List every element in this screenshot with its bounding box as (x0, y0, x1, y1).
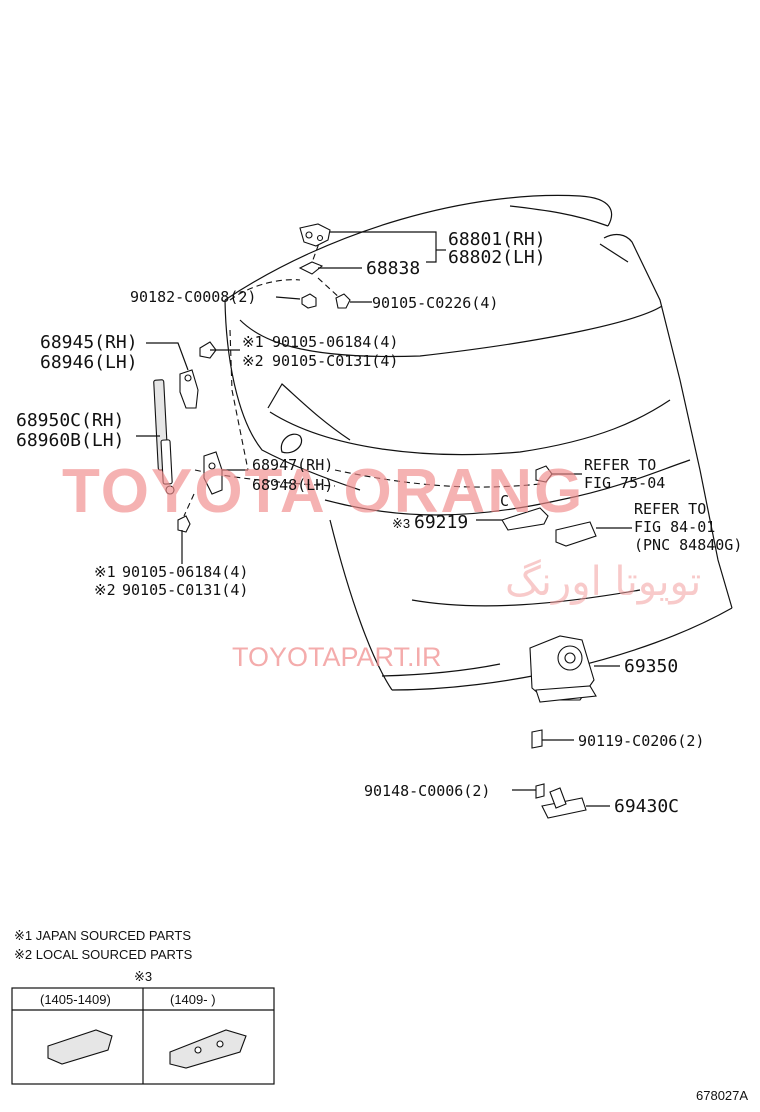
legend-note-japan: ※1 JAPAN SOURCED PARTS (14, 928, 191, 943)
label-hinge-plate: 68838 (366, 258, 420, 279)
label-refer2-line3: (PNC 84840G) (634, 536, 742, 554)
legend-table-mark: ※3 (134, 969, 152, 984)
label-lower-bolt-japan: 90105-06184(4) (122, 563, 248, 581)
watermark-persian: تویوتا اورنگ (505, 559, 701, 605)
label-stay-bracket-rh: 68945(RH) (40, 332, 138, 353)
mark-1-upper: ※1 (242, 333, 264, 351)
leader-lines (136, 231, 632, 807)
label-upper-bolt-japan: 90105-06184(4) (272, 333, 398, 351)
label-striker-bolt: 90148-C0006(2) (364, 782, 490, 800)
label-hinge-lh: 68802(LH) (448, 247, 546, 268)
label-switch: 69219 (414, 512, 468, 533)
label-striker: 69430C (614, 796, 679, 817)
watermark: TOYOTA ORANG تویوتا اورنگ TOYOTAPART.IR (62, 457, 701, 672)
mark-c: C (500, 492, 509, 510)
mark-3: ※3 (392, 516, 410, 531)
switch-variant-new (169, 1029, 247, 1069)
label-damper-rh: 68950C(RH) (16, 410, 124, 431)
label-stay-bracket-lh: 68946(LH) (40, 352, 138, 373)
label-nut: 90182-C0008(2) (130, 288, 256, 306)
label-refer2-line1: REFER TO (634, 500, 706, 518)
label-lower-bracket-rh: 68947(RH) (252, 456, 333, 474)
label-refer1-line2: FIG 75-04 (584, 474, 665, 492)
mark-2-lower: ※2 (94, 581, 116, 599)
mark-1-lower: ※1 (94, 563, 116, 581)
variant-col2-header: (1409- ) (170, 992, 216, 1007)
label-hinge-bolt: 90105-C0226(4) (372, 294, 498, 312)
hinge-assembly (298, 223, 351, 309)
part-labels: 68801(RH) 68802(LH) 68838 90182-C0008(2)… (16, 229, 742, 817)
lock-assembly (501, 465, 597, 819)
back-door-panel (224, 194, 733, 691)
label-upper-bolt-local: 90105-C0131(4) (272, 352, 398, 370)
label-damper-lh: 68960B(LH) (16, 430, 124, 451)
variant-col1-header: (1405-1409) (40, 992, 111, 1007)
label-refer1-line1: REFER TO (584, 456, 656, 474)
label-lock: 69350 (624, 656, 678, 677)
label-refer2-line2: FIG 84-01 (634, 518, 715, 536)
damper-assembly (153, 341, 223, 533)
watermark-brand: TOYOTA ORANG (62, 457, 584, 526)
figure-code: 678027A (696, 1088, 748, 1103)
watermark-url: TOYOTAPART.IR (232, 642, 442, 672)
label-lower-bolt-local: 90105-C0131(4) (122, 581, 248, 599)
legend: ※1 JAPAN SOURCED PARTS ※2 LOCAL SOURCED … (11, 928, 748, 1103)
label-lower-bracket-lh: 68948(LH) (252, 476, 333, 494)
legend-note-local: ※2 LOCAL SOURCED PARTS (14, 947, 193, 962)
mark-2-upper: ※2 (242, 352, 264, 370)
switch-variant-old (47, 1029, 113, 1065)
label-lock-bolt: 90119-C0206(2) (578, 732, 704, 750)
label-hinge-rh: 68801(RH) (448, 229, 546, 250)
variant-table: (1405-1409) (1409- ) (11, 987, 275, 1085)
